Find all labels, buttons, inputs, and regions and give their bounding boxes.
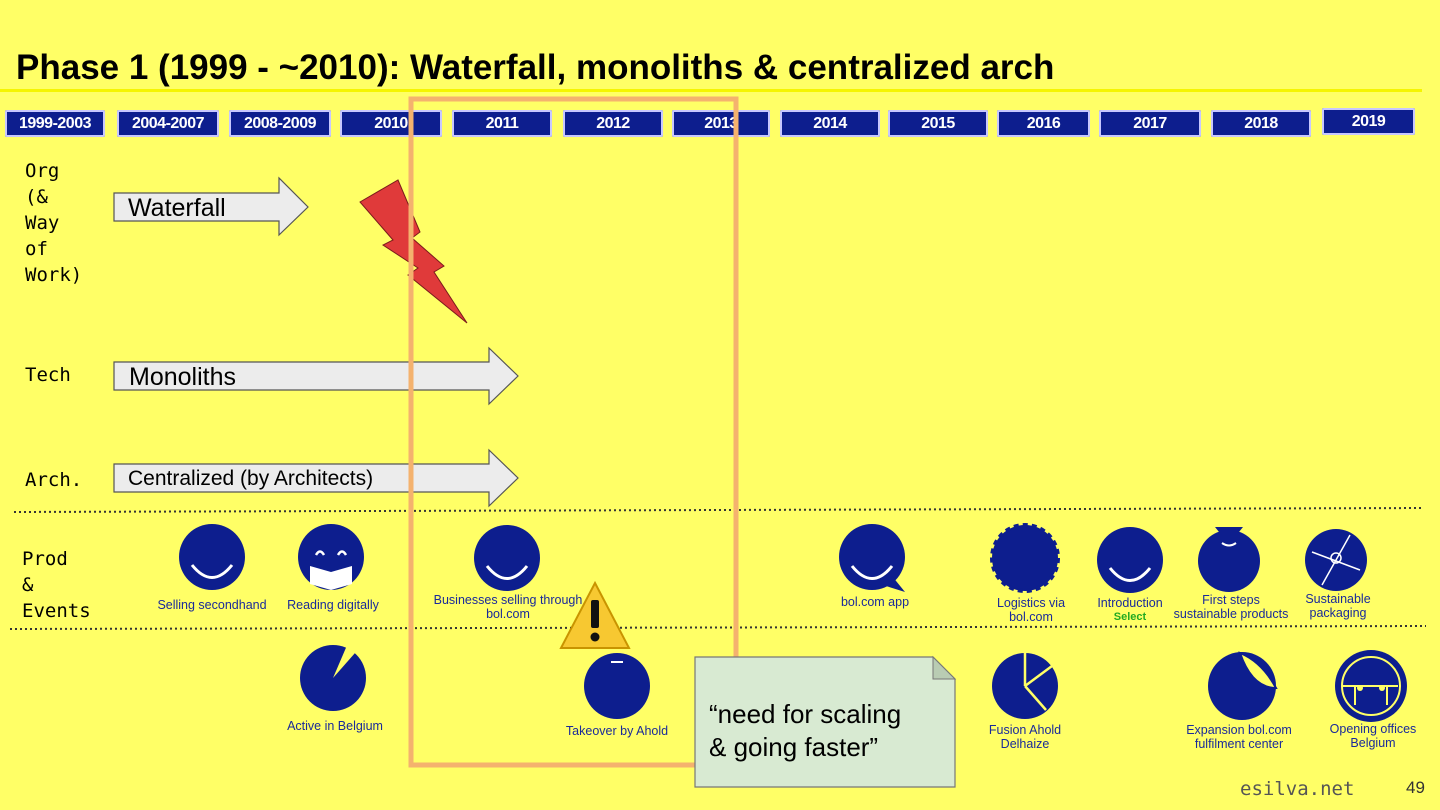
- year-tab-2018: 2018: [1211, 110, 1311, 137]
- event-caption-fusion: Fusion Ahold Delhaize: [988, 723, 1062, 751]
- pie-icon-fusion: [992, 653, 1058, 719]
- warning-icon: [559, 580, 631, 649]
- event-caption-secondhand: Selling secondhand: [157, 598, 267, 612]
- event-caption-reading: Reading digitally: [287, 598, 379, 612]
- book-icon-reading: [298, 524, 364, 590]
- gear-icon-logistics: [990, 523, 1060, 593]
- event-caption-ahold: Takeover by Ahold: [565, 724, 669, 738]
- chat-smiley-icon-app: [839, 524, 905, 592]
- event-caption-businesses: Businesses selling through bol.com: [433, 593, 583, 621]
- centralized-arrow: [113, 448, 519, 508]
- year-tab-2016: 2016: [997, 110, 1090, 137]
- year-tab-2008-2009: 2008-2009: [229, 110, 331, 137]
- row-label-arch: Arch.: [25, 469, 83, 491]
- event-caption-sustainable-products: First steps sustainable products: [1173, 593, 1289, 621]
- event-caption-packaging: Sustainable packaging: [1305, 592, 1371, 620]
- smiley-icon-select: [1097, 527, 1163, 593]
- note-text: “need for scaling & going faster”: [709, 699, 902, 762]
- event-caption-belgium: Active in Belgium: [287, 719, 383, 733]
- year-tab-2012: 2012: [563, 110, 663, 137]
- row-label-org: Org (& Way of Work): [25, 160, 83, 286]
- event-caption-select: Select: [1113, 611, 1147, 623]
- highlight-frame: [408, 96, 739, 768]
- sticker-icon-fulfilment: [1208, 651, 1278, 720]
- title-underline: [0, 89, 1422, 92]
- year-tab-2004-2007: 2004-2007: [117, 110, 219, 137]
- smiley-icon-ahold: [584, 653, 650, 719]
- bag-icon-sustainable-products: [1198, 527, 1260, 592]
- year-tab-2013: 2013: [672, 110, 770, 137]
- event-caption-logistics: Logistics via bol.com: [996, 596, 1066, 624]
- row-label-prod-events: Prod & Events: [22, 548, 91, 622]
- year-tab-2019: 2019: [1322, 108, 1415, 135]
- year-tab-2015: 2015: [888, 110, 988, 137]
- event-caption-offices: Opening offices Belgium: [1329, 722, 1417, 750]
- event-caption-fulfilment: Expansion bol.com fulfilment center: [1186, 723, 1292, 751]
- page-number: 49: [1406, 778, 1425, 797]
- face-icon-offices: [1335, 650, 1407, 722]
- year-tab-2014: 2014: [780, 110, 880, 137]
- year-tab-2010: 2010: [340, 110, 442, 137]
- footer-site: esilva.net: [1240, 778, 1355, 800]
- pie-icon-belgium: [300, 643, 366, 711]
- note-shape: [694, 656, 956, 788]
- waterfall-arrow: [113, 176, 309, 237]
- year-tab-2017: 2017: [1099, 110, 1201, 137]
- year-tab-2011: 2011: [452, 110, 552, 137]
- monoliths-arrow: [113, 346, 519, 406]
- gift-icon-packaging: [1305, 529, 1367, 591]
- separator-line-bottom: [9, 625, 1427, 630]
- event-caption-introduction: Introduction: [1097, 596, 1163, 610]
- smiley-icon-businesses: [474, 525, 540, 591]
- arrow-label-centralized: Centralized (by Architects): [128, 467, 374, 490]
- arrow-label-waterfall: Waterfall: [128, 194, 226, 222]
- separator-line-top: [13, 507, 1425, 513]
- row-label-tech: Tech: [25, 364, 71, 386]
- arrow-label-monoliths: Monoliths: [129, 363, 236, 391]
- event-caption-app: bol.com app: [840, 595, 910, 609]
- year-tab-1999-2003: 1999-2003: [5, 110, 105, 137]
- slide-title: Phase 1 (1999 - ~2010): Waterfall, monol…: [16, 48, 1055, 87]
- smiley-icon-secondhand: [179, 524, 245, 590]
